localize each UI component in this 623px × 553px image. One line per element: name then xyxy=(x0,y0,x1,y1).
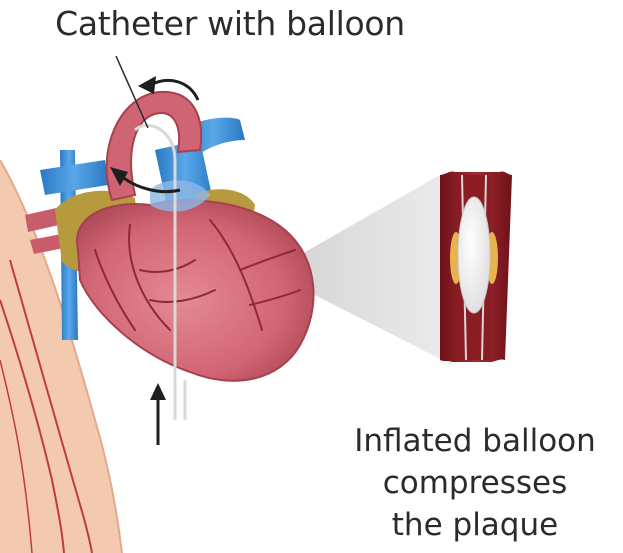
balloon-caption-line-1: Inflated balloon xyxy=(330,420,620,462)
inflated-balloon xyxy=(458,197,490,313)
catheter-label: Catheter with balloon xyxy=(20,4,440,43)
curved-arrow-icon xyxy=(138,76,156,94)
artery-closeup xyxy=(440,172,512,362)
balloon-caption-line-3: the plaque xyxy=(330,504,620,546)
balloon-caption: Inflated balloon compresses the plaque xyxy=(330,420,620,546)
balloon-caption-line-2: compresses xyxy=(330,462,620,504)
up-arrow-icon xyxy=(150,383,166,400)
zoom-cone xyxy=(300,172,452,365)
